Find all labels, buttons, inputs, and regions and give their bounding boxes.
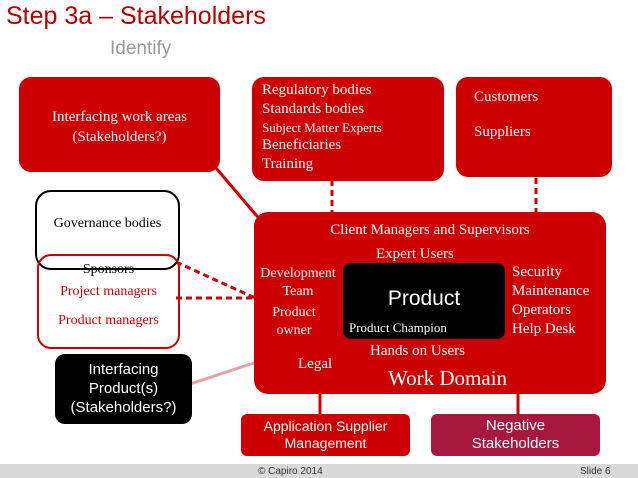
interfacing-product-line2: Product(s) <box>88 380 159 397</box>
application-supplier-box: Application Supplier Management <box>241 414 410 456</box>
product-owner-label: Product owner <box>256 304 332 340</box>
work-domain-box: Client Managers and Supervisors Expert U… <box>254 212 606 394</box>
negative-stakeholders-line1: Negative <box>485 417 546 434</box>
governance-bodies-label: Governance bodies <box>53 216 162 231</box>
operators-label: Operators <box>512 302 572 318</box>
interfacing-product-line3: (Stakeholders?) <box>70 399 177 416</box>
application-supplier-line1: Application Supplier <box>263 418 388 434</box>
slide-subtitle: Identify <box>110 38 172 59</box>
footer-slide-number: Slide 6 <box>580 466 611 477</box>
regulatory-bodies-box: Regulatory bodies Standards bodies Subje… <box>252 77 444 181</box>
connector-governance <box>175 260 256 300</box>
expert-users-label: Expert Users <box>376 246 454 262</box>
product-managers-label: Product managers <box>58 313 159 328</box>
development-label: Development <box>260 266 336 281</box>
governance-bodies-box: Governance bodies <box>35 190 180 270</box>
negative-stakeholders-line2: Stakeholders <box>471 435 560 452</box>
regulatory-item: Subject Matter Experts <box>262 120 382 135</box>
negative-stakeholders-box: Negative Stakeholders <box>431 414 600 456</box>
interfacing-work-areas-label: Interfacing work areas <box>52 109 187 125</box>
legal-label: Legal <box>298 356 333 372</box>
customers-box: Customers Suppliers <box>456 77 612 177</box>
footer-bar: © Capiro 2014 Slide 6 <box>0 464 638 478</box>
product-owner-line1: Product <box>272 305 316 320</box>
interfacing-product-box: Interfacing Product(s) (Stakeholders?) <box>55 354 192 424</box>
hands-on-users-label: Hands on Users <box>370 343 465 359</box>
interfacing-work-areas-box: Interfacing work areas (Stakeholders?) <box>19 77 220 172</box>
customers-label: Customers <box>474 89 539 105</box>
work-domain-title: Work Domain <box>388 366 508 390</box>
help-desk-label: Help Desk <box>512 321 576 337</box>
regulatory-item: Training <box>262 156 314 172</box>
client-managers-label: Client Managers and Supervisors <box>330 222 530 238</box>
connector-interfacing-work-areas <box>214 167 264 223</box>
regulatory-item: Standards bodies <box>262 101 365 117</box>
footer-copyright: © Capiro 2014 <box>258 466 323 477</box>
suppliers-label: Suppliers <box>474 124 531 140</box>
product-owner-line2: owner <box>276 323 312 338</box>
regulatory-item: Beneficiaries <box>262 137 342 153</box>
application-supplier-line2: Management <box>284 435 367 451</box>
team-label: Team <box>282 284 314 299</box>
security-label: Security <box>512 264 562 280</box>
interfacing-product-line1: Interfacing <box>88 361 159 378</box>
product-champion-label: Product Champion <box>349 320 447 335</box>
slide-title: Step 3a – Stakeholders <box>6 2 266 30</box>
regulatory-item: Regulatory bodies <box>262 82 372 98</box>
sponsors-label: Sponsors <box>82 262 135 277</box>
development-team-label: Development Team <box>256 265 340 301</box>
product-title: Product <box>387 287 461 310</box>
work-domain-right-list: Security Maintenance Operators Help Desk <box>512 263 589 339</box>
interfacing-work-areas-note: (Stakeholders?) <box>72 129 167 145</box>
product-box: Product Product Champion <box>343 263 505 339</box>
maintenance-label: Maintenance <box>512 283 590 299</box>
sponsors-box: Sponsors Project managers Product manage… <box>37 254 180 349</box>
project-managers-label: Project managers <box>60 284 157 299</box>
